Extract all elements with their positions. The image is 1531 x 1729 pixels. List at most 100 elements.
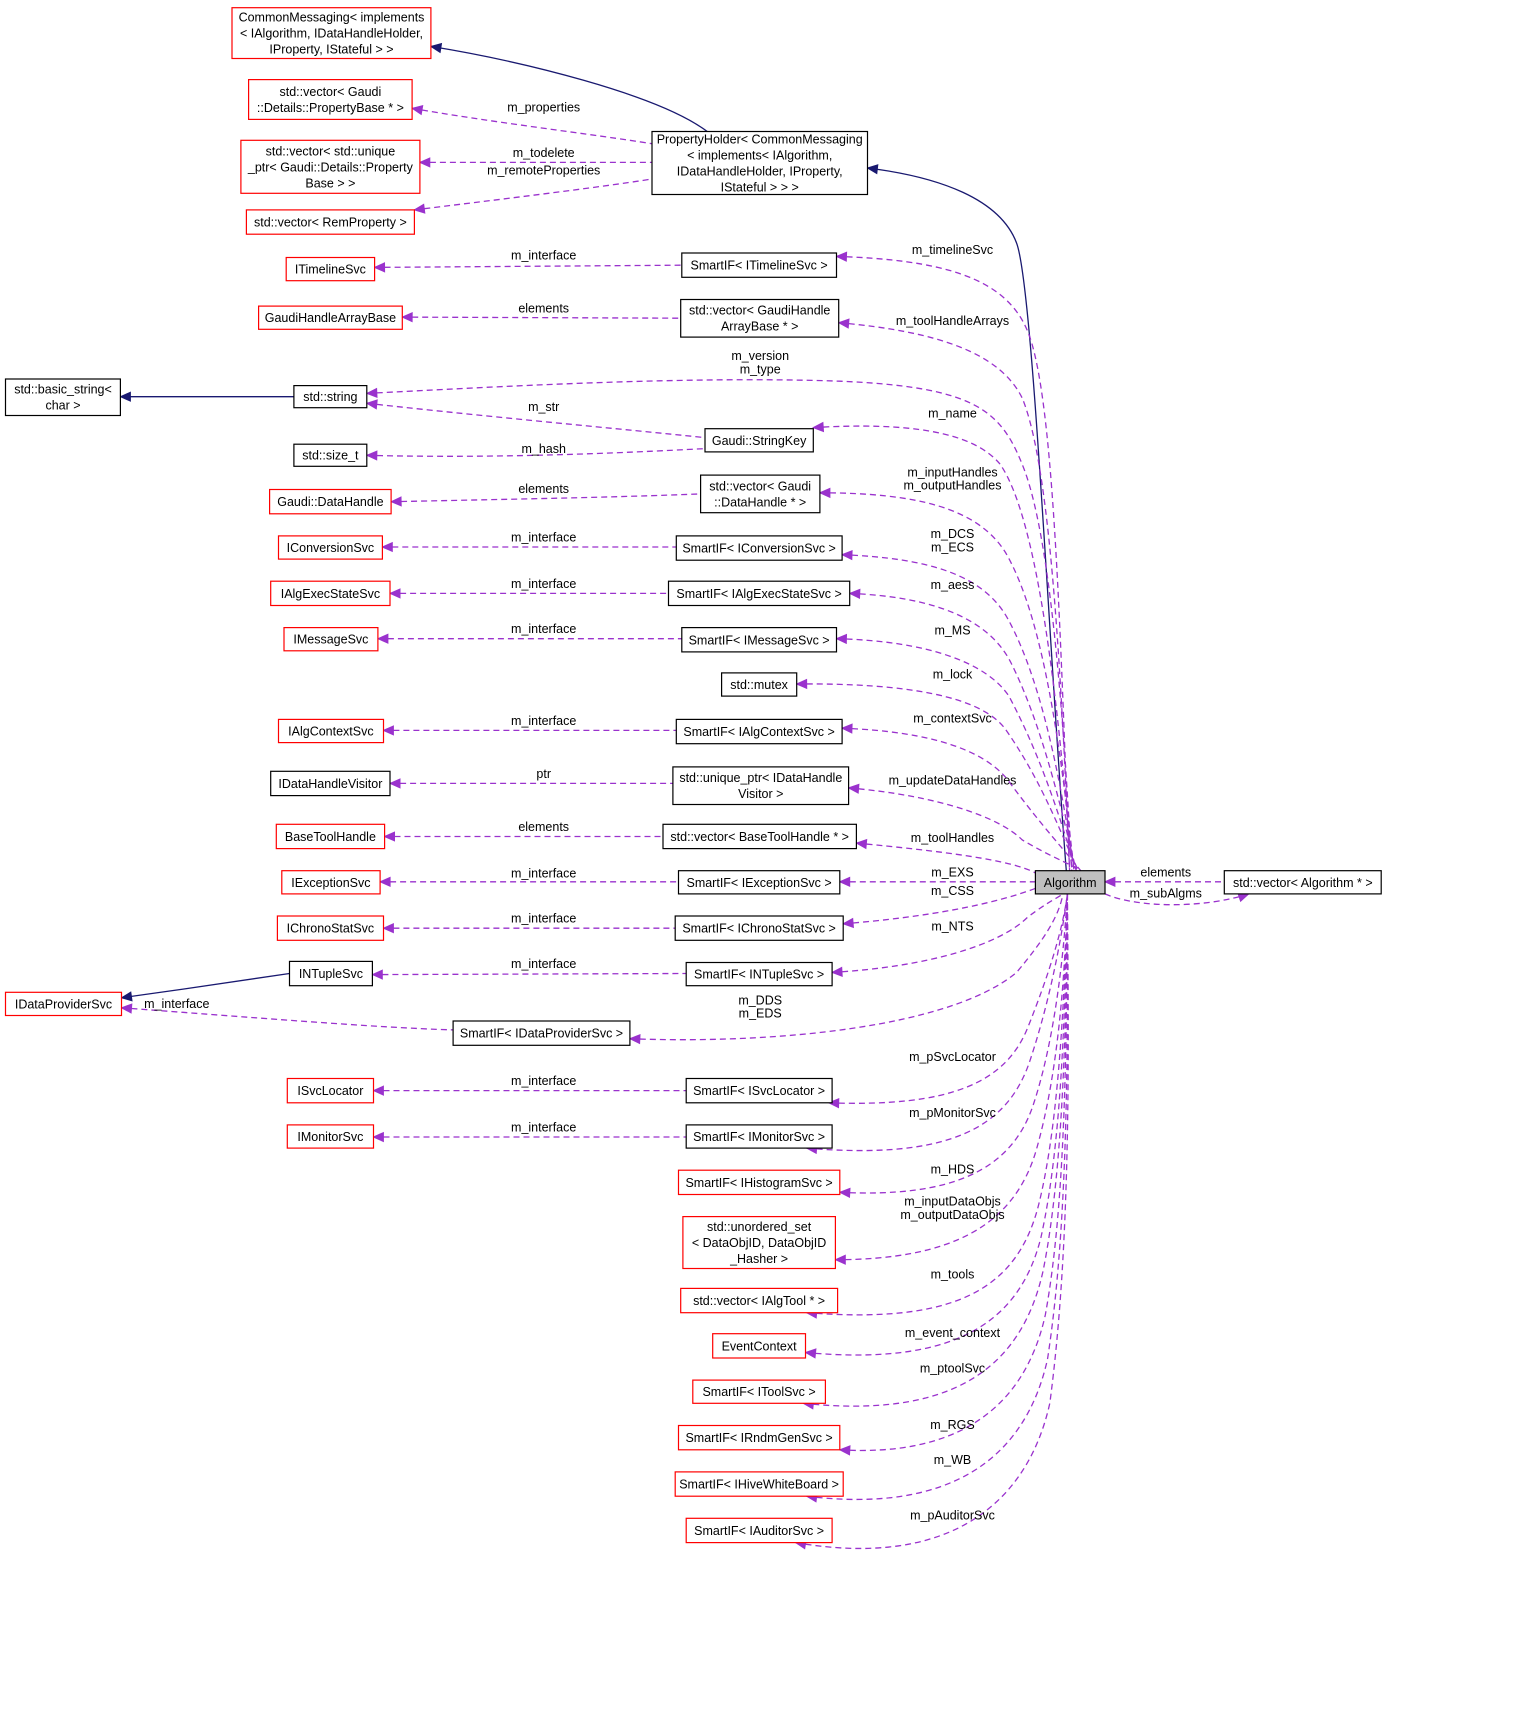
class-node-smartif-itoolsvc[interactable]: SmartIF< IToolSvc > bbox=[692, 1379, 826, 1404]
class-node-idatahandlevisitor[interactable]: IDataHandleVisitor bbox=[270, 770, 391, 797]
class-node-unordered-set[interactable]: std::unordered_set< DataObjID, DataObjID… bbox=[682, 1215, 837, 1270]
node-box bbox=[288, 960, 374, 987]
node-box bbox=[720, 672, 798, 697]
class-node-common-messaging[interactable]: CommonMessaging< implements< IAlgorithm,… bbox=[231, 7, 432, 60]
arrowhead-icon bbox=[818, 487, 831, 499]
class-node-smartif-imonitorsvc[interactable]: SmartIF< IMonitorSvc > bbox=[685, 1124, 833, 1149]
class-node-basetoolhandle[interactable]: BaseToolHandle bbox=[275, 823, 386, 850]
edge-line bbox=[803, 893, 1069, 1407]
class-node-smartif-iconversionsvc[interactable]: SmartIF< IConversionSvc > bbox=[675, 535, 843, 561]
edge-label: m_interface bbox=[144, 997, 209, 1011]
class-node-idataprovidersvc[interactable]: IDataProviderSvc bbox=[4, 991, 123, 1017]
arrowhead-icon bbox=[383, 831, 395, 842]
class-node-isvclocator[interactable]: ISvcLocator bbox=[286, 1077, 375, 1104]
class-node-smartif-ialgexecstatesvc[interactable]: SmartIF< IAlgExecStateSvc > bbox=[667, 580, 851, 607]
node-label: CommonMessaging< implements bbox=[239, 11, 425, 25]
edge-line bbox=[402, 316, 681, 319]
node-label: IProperty, IStateful > > bbox=[269, 43, 393, 57]
class-node-ichronostatsvc[interactable]: IChronoStatSvc bbox=[276, 915, 385, 941]
edge-label: m_DDS bbox=[738, 993, 782, 1007]
class-node-vector-ialgtool[interactable]: std::vector< IAlgTool * > bbox=[680, 1287, 839, 1314]
usage-edge: m_interface bbox=[382, 912, 676, 934]
node-label: IDataProviderSvc bbox=[15, 997, 112, 1011]
class-node-iconversionsvc[interactable]: IConversionSvc bbox=[277, 535, 384, 560]
class-node-vector-basetoolhandle[interactable]: std::vector< BaseToolHandle * > bbox=[662, 823, 857, 850]
class-node-vector-unique-ptr[interactable]: std::vector< std::unique_ptr< Gaudi::Det… bbox=[240, 139, 421, 194]
class-node-unique-ptr-visitor[interactable]: std::unique_ptr< IDataHandleVisitor > bbox=[672, 766, 850, 806]
node-label: std::vector< Gaudi bbox=[709, 479, 811, 493]
edge-line bbox=[836, 638, 1077, 871]
node-box bbox=[285, 256, 376, 282]
class-node-smartif-irndmgensvc[interactable]: SmartIF< IRndmGenSvc > bbox=[677, 1424, 841, 1451]
class-node-smartif-isvclocator[interactable]: SmartIF< ISvcLocator > bbox=[685, 1077, 833, 1104]
edge-label: m_inputDataObjs bbox=[904, 1195, 1001, 1209]
node-label: EventContext bbox=[722, 1339, 798, 1353]
class-node-vector-propertybase[interactable]: std::vector< Gaudi::Details::PropertyBas… bbox=[248, 78, 413, 120]
class-node-smartif-iexceptionsvc[interactable]: SmartIF< IExceptionSvc > bbox=[677, 870, 841, 895]
class-node-vector-gaudihandlearraybase[interactable]: std::vector< GaudiHandleArrayBase * > bbox=[680, 298, 840, 338]
class-node-imonitorsvc[interactable]: IMonitorSvc bbox=[286, 1124, 375, 1149]
class-node-iexceptionsvc[interactable]: IExceptionSvc bbox=[281, 870, 381, 895]
edge-label: m_interface bbox=[511, 1074, 576, 1088]
class-node-basic-string[interactable]: std::basic_string<char > bbox=[4, 378, 122, 417]
node-label: < implements< IAlgorithm, bbox=[687, 149, 832, 163]
node-box bbox=[281, 870, 381, 895]
class-node-smartif-intuplesvc[interactable]: SmartIF< INTupleSvc > bbox=[685, 961, 833, 987]
class-node-std-string[interactable]: std::string bbox=[293, 385, 368, 409]
class-node-itimelinesvc[interactable]: ITimelineSvc bbox=[285, 256, 376, 282]
edge-line bbox=[867, 167, 1067, 871]
class-node-smartif-ihivewhiteboard[interactable]: SmartIF< IHiveWhiteBoard > bbox=[674, 1471, 844, 1497]
class-node-gaudi-stringkey[interactable]: Gaudi::StringKey bbox=[704, 428, 814, 453]
class-node-smartif-ichronostatsvc[interactable]: SmartIF< IChronoStatSvc > bbox=[674, 915, 844, 941]
class-node-ialgcontextsvc[interactable]: IAlgContextSvc bbox=[277, 718, 385, 744]
class-node-vector-datahandle[interactable]: std::vector< Gaudi::DataHandle * > bbox=[699, 474, 821, 514]
class-node-intuplesvc[interactable]: INTupleSvc bbox=[288, 960, 374, 987]
node-label: SmartIF< IRndmGenSvc > bbox=[685, 1431, 832, 1445]
class-node-algorithm: Algorithm bbox=[1034, 870, 1106, 895]
edge-label: m_pSvcLocator bbox=[909, 1050, 996, 1064]
arrowhead-icon bbox=[413, 203, 426, 214]
class-node-std-mutex[interactable]: std::mutex bbox=[720, 672, 798, 697]
edge-label: m_toolHandleArrays bbox=[896, 314, 1009, 328]
class-node-smartif-ialgcontextsvc[interactable]: SmartIF< IAlgContextSvc > bbox=[675, 718, 843, 745]
class-node-vector-algorithm[interactable]: std::vector< Algorithm * > bbox=[1223, 870, 1382, 895]
node-label: Algorithm bbox=[1044, 876, 1097, 890]
node-box bbox=[685, 1517, 833, 1544]
class-node-vector-remproperty[interactable]: std::vector< RemProperty > bbox=[245, 209, 415, 235]
class-node-smartif-imessagesvc[interactable]: SmartIF< IMessageSvc > bbox=[681, 626, 838, 653]
node-box bbox=[286, 1124, 375, 1149]
node-box bbox=[231, 7, 432, 60]
node-label: SmartIF< IHiveWhiteBoard > bbox=[679, 1478, 839, 1492]
edge-label: elements bbox=[518, 302, 569, 316]
usage-edge: m_timelineSvc bbox=[835, 243, 1071, 871]
arrowhead-icon bbox=[848, 588, 861, 599]
class-node-std-size-t[interactable]: std::size_t bbox=[293, 443, 368, 467]
class-node-smartif-ihistogramsvc[interactable]: SmartIF< IHistogramSvc > bbox=[677, 1169, 841, 1196]
arrowhead-icon bbox=[120, 1003, 133, 1014]
edge-label: m_name bbox=[928, 407, 977, 421]
edge-line bbox=[835, 893, 1069, 1261]
arrowhead-icon bbox=[1103, 876, 1116, 887]
node-box bbox=[270, 580, 391, 607]
class-node-eventcontext[interactable]: EventContext bbox=[712, 1333, 807, 1359]
node-box bbox=[692, 1379, 826, 1404]
class-node-smartif-idataprovidersvc[interactable]: SmartIF< IDataProviderSvc > bbox=[452, 1020, 631, 1046]
class-node-smartif-itimelinesvc[interactable]: SmartIF< ITimelineSvc > bbox=[681, 252, 838, 278]
class-node-ialgexecstatesvc[interactable]: IAlgExecStateSvc bbox=[270, 580, 391, 607]
class-node-gaudihandlearraybase[interactable]: GaudiHandleArrayBase bbox=[258, 305, 403, 330]
class-node-smartif-iauditorsvc[interactable]: SmartIF< IAuditorSvc > bbox=[685, 1517, 833, 1544]
usage-edge: m_todelete bbox=[418, 146, 652, 168]
node-box bbox=[675, 718, 843, 745]
node-box bbox=[685, 1077, 833, 1104]
inheritance-edge bbox=[119, 391, 294, 402]
arrowhead-icon bbox=[795, 678, 808, 690]
node-label: _ptr< Gaudi::Details::Property bbox=[247, 160, 414, 174]
node-label: _Hasher > bbox=[729, 1252, 788, 1266]
node-label: Gaudi::DataHandle bbox=[277, 495, 383, 509]
class-node-imessagesvc[interactable]: IMessageSvc bbox=[283, 626, 379, 652]
node-label: std::unordered_set bbox=[707, 1220, 812, 1234]
class-node-property-holder[interactable]: PropertyHolder< CommonMessaging< impleme… bbox=[651, 130, 869, 196]
class-node-gaudi-datahandle[interactable]: Gaudi::DataHandle bbox=[269, 488, 392, 515]
